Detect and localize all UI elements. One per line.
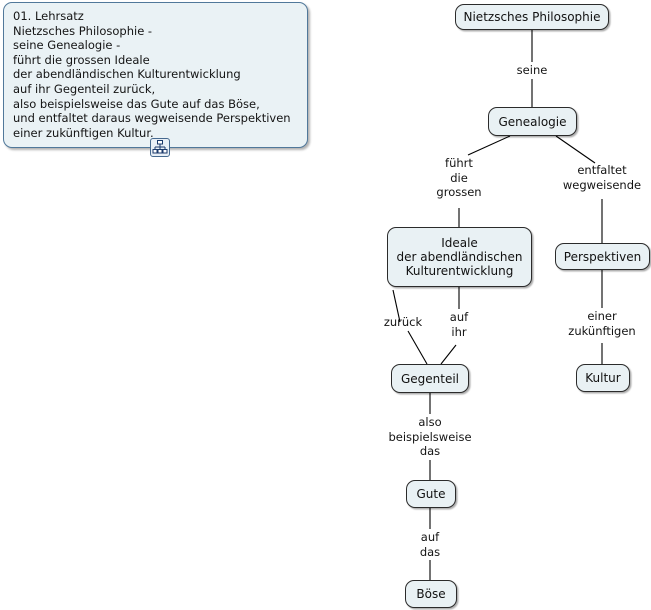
node-perspektiven[interactable]: Perspektiven [555, 243, 650, 270]
connector-genealogie-fuehrt [467, 135, 511, 156]
annotation-note-box[interactable]: 01. Lehrsatz Nietzsches Philosophie - se… [3, 2, 308, 157]
link-label-seine[interactable]: seine [516, 63, 548, 77]
link-label-also-beispielsweise-das[interactable]: also beispielsweise das [388, 415, 472, 458]
node-boese[interactable]: Böse [405, 580, 457, 608]
connector-zurueck-gegenteil [407, 330, 428, 365]
link-label-fuehrt-die-grossen[interactable]: führt die grossen [436, 156, 482, 199]
link-label-auf-das[interactable]: auf das [419, 530, 441, 559]
node-nietzsches-philosophie[interactable]: Nietzsches Philosophie [455, 4, 609, 30]
link-label-auf-ihr[interactable]: auf ihr [449, 310, 469, 339]
concept-map-icon[interactable] [150, 138, 170, 157]
connector-zurueck-ideale [392, 289, 401, 323]
node-gute[interactable]: Gute [406, 480, 456, 508]
node-kultur[interactable]: Kultur [576, 364, 630, 392]
link-label-entfaltet-wegweisende[interactable]: entfaltet wegweisende [562, 163, 642, 192]
node-ideale[interactable]: Ideale der abendländischen Kulturentwick… [387, 227, 532, 287]
link-label-einer-zukuenftigen[interactable]: einer zukünftigen [568, 309, 636, 338]
annotation-note-text: 01. Lehrsatz Nietzsches Philosophie - se… [13, 9, 291, 140]
node-genealogie[interactable]: Genealogie [488, 107, 577, 136]
connector-genealogie-entfaltet [555, 135, 596, 164]
connector-aufihr-gegenteil [440, 344, 457, 365]
node-gegenteil[interactable]: Gegenteil [391, 364, 469, 393]
link-label-zurueck[interactable]: zurück [383, 315, 423, 329]
